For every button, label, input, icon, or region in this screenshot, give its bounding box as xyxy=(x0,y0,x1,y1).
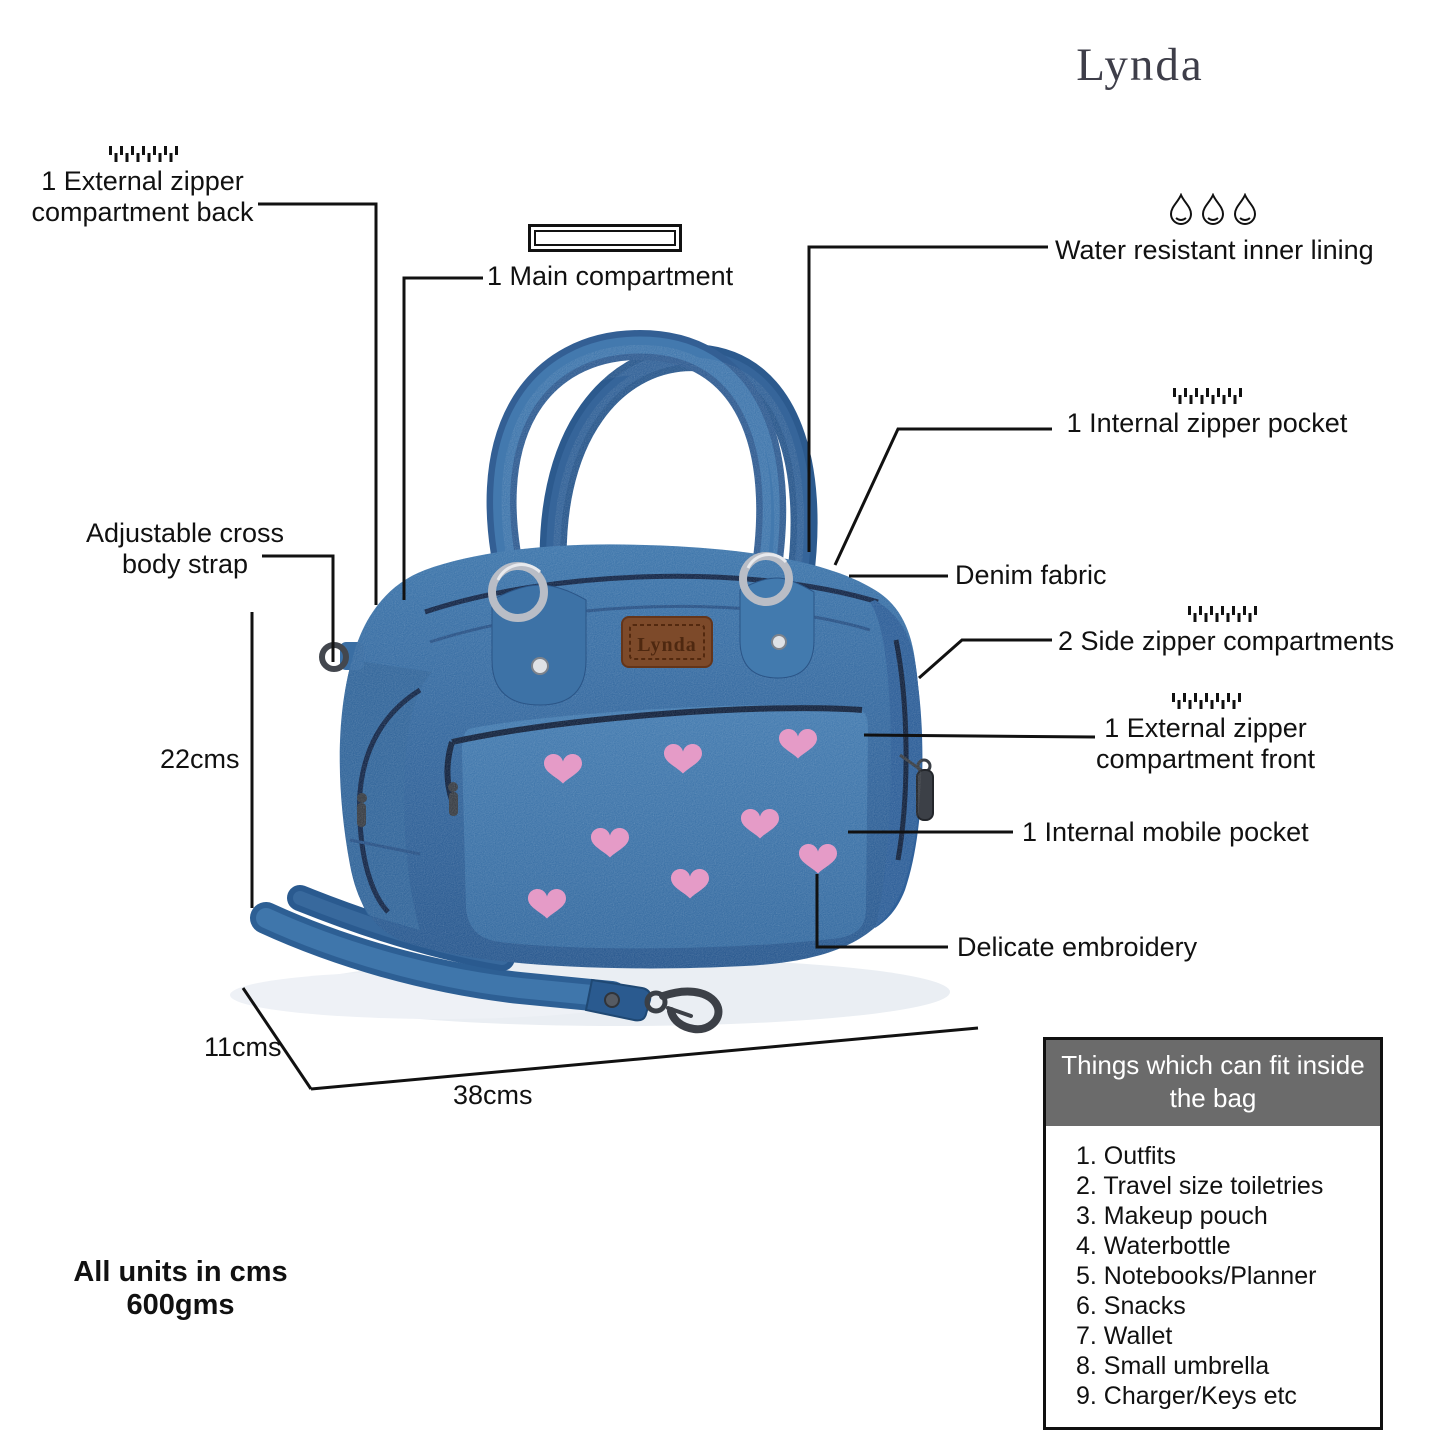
fit-list-item: 6. Snacks xyxy=(1076,1292,1186,1320)
fit-list-title-line1: Things which can fit inside xyxy=(1061,1050,1365,1080)
handle-ring-left xyxy=(488,562,548,622)
callout-adjustable-strap: Adjustable cross body strap xyxy=(60,518,310,580)
bag-handle-back xyxy=(539,344,818,609)
dimension-line-width xyxy=(310,1026,979,1091)
heart-embroidery xyxy=(799,844,837,874)
strap-clasp-hook xyxy=(659,987,723,1034)
shoulder-strap xyxy=(250,885,723,1034)
callout-side-zipper-text: 2 Side zipper compartments xyxy=(1058,626,1395,656)
heart-embroidery xyxy=(741,809,779,839)
leader-side-zipper xyxy=(918,638,1052,680)
handle-ring-right xyxy=(739,552,793,606)
brand-patch: Lynda xyxy=(621,616,713,668)
callout-ext-zipper-front: 1 External zipper compartment front xyxy=(1078,693,1333,775)
front-pocket xyxy=(444,704,868,949)
callout-denim-fabric: Denim fabric xyxy=(955,560,1107,590)
units-line: All units in cms xyxy=(73,1256,288,1288)
fit-list-item: 4. Waterbottle xyxy=(1076,1232,1231,1260)
handle-tab-right xyxy=(739,552,815,679)
strap-shadow xyxy=(230,971,650,1019)
fit-list-box: Things which can fit inside the bag 1. O… xyxy=(1043,1037,1383,1430)
callout-internal-zipper-pocket-text: 1 Internal zipper pocket xyxy=(1066,408,1348,438)
heart-embroidery xyxy=(671,869,709,899)
left-side-pocket xyxy=(340,660,432,930)
fit-list-item: 3. Makeup pouch xyxy=(1076,1202,1268,1230)
zipper-icon xyxy=(1173,388,1242,404)
callout-internal-zipper-pocket: 1 Internal zipper pocket xyxy=(1057,388,1357,439)
fit-list-item: 9. Charger/Keys etc xyxy=(1076,1382,1297,1410)
leader-water-resistant xyxy=(807,245,1048,552)
dimension-depth-label: 11cms xyxy=(204,1032,282,1062)
callout-ext-zipper-front-line2: compartment front xyxy=(1095,744,1316,774)
bag-shadow xyxy=(290,958,950,1026)
leader-main-compartment xyxy=(402,276,483,600)
main-compartment-icon xyxy=(528,224,682,257)
heart-embroidery xyxy=(544,754,582,784)
bag-body xyxy=(339,544,922,969)
callout-ext-zipper-front-line1: 1 External zipper xyxy=(1104,713,1307,743)
callout-ext-zipper-back: 1 External zipper compartment back xyxy=(15,146,270,228)
tab-rivet-left xyxy=(531,657,549,675)
right-side-compartment xyxy=(870,600,934,928)
callout-water-resistant: Water resistant inner lining xyxy=(1055,193,1374,266)
leader-internal-zipper-pocket xyxy=(833,427,1052,566)
patch-text: Lynda xyxy=(637,634,696,656)
callout-main-compartment: 1 Main compartment xyxy=(487,261,734,291)
side-zipper-pull xyxy=(357,803,366,827)
dimension-height-label: 22cms xyxy=(160,744,240,774)
main-zipper-seam xyxy=(424,573,879,615)
callout-ext-zipper-back-line1: 1 External zipper xyxy=(41,166,244,196)
heart-embroidery xyxy=(664,744,702,774)
zipper-icon xyxy=(1171,693,1241,709)
units-footnote: All units in cms 600gms xyxy=(38,1256,323,1322)
denim-texture xyxy=(339,345,922,969)
callout-adjustable-strap-line2: body strap xyxy=(121,549,249,579)
heart-embroidery xyxy=(591,828,629,858)
dimension-width-label: 38cms xyxy=(453,1080,533,1110)
leader-ext-zipper-front xyxy=(863,733,1096,739)
weight-line: 600gms xyxy=(126,1289,235,1321)
bag-handle-front xyxy=(486,329,787,615)
fit-list-item: 1. Outfits xyxy=(1076,1142,1177,1170)
handle-tab-left xyxy=(488,562,587,706)
fit-list-body: 1. Outfits 2. Travel size toiletries 3. … xyxy=(1046,1126,1380,1427)
heart-embroidery xyxy=(779,729,817,759)
zipper-icon xyxy=(108,146,178,162)
strap-ring xyxy=(644,990,668,1014)
tab-rivet-right xyxy=(771,634,787,650)
fit-list-item: 8. Small umbrella xyxy=(1076,1352,1270,1380)
callout-adjustable-strap-line1: Adjustable cross xyxy=(85,518,285,548)
callout-delicate-embroidery: Delicate embroidery xyxy=(957,932,1198,962)
top-seam-line xyxy=(429,604,871,644)
zipper-icon xyxy=(1188,606,1257,622)
heart-embroidery xyxy=(528,889,566,919)
leader-delicate-embroidery xyxy=(815,874,948,949)
bag-back-panel xyxy=(359,566,520,705)
front-zipper-pull xyxy=(449,792,458,816)
callout-ext-zipper-back-line2: compartment back xyxy=(31,197,254,227)
fit-list-header: Things which can fit inside the bag xyxy=(1046,1040,1380,1126)
front-pocket-zipper xyxy=(451,705,863,745)
callout-side-zipper: 2 Side zipper compartments xyxy=(1058,606,1395,657)
callout-water-resistant-text: Water resistant inner lining xyxy=(1055,235,1374,265)
fit-list-item: 2. Travel size toiletries xyxy=(1076,1172,1324,1200)
d-ring xyxy=(319,642,364,672)
water-drops-icon xyxy=(1169,193,1256,225)
hearts-group xyxy=(528,729,837,919)
fit-list-item: 5. Notebooks/Planner xyxy=(1076,1262,1317,1290)
right-zipper-pull xyxy=(916,769,934,821)
strap-rivet xyxy=(604,992,620,1008)
brand-logo: Lynda xyxy=(1076,39,1204,91)
fit-list-title-line2: the bag xyxy=(1169,1083,1257,1113)
fit-list-item: 7. Wallet xyxy=(1076,1322,1173,1350)
callout-internal-mobile-pocket: 1 Internal mobile pocket xyxy=(1022,817,1309,847)
